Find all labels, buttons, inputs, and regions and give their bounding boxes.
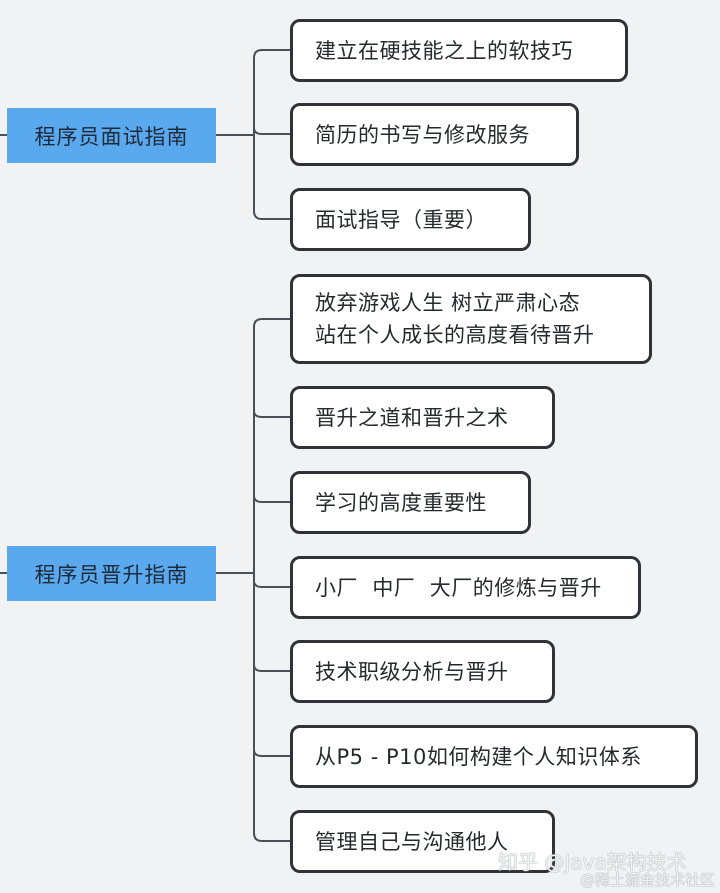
child-node-label: 管理自己与沟通他人 xyxy=(315,829,509,854)
child-node-tech-levels[interactable]: 技术职级分析与晋升 xyxy=(290,640,555,703)
child-node-label-line-2: 站在个人成长的高度看待晋升 xyxy=(315,323,595,347)
child-node-label: 从P5 - P10如何构建个人知识体系 xyxy=(315,744,642,769)
watermark-juejin: @稀土掘金技术社区 xyxy=(580,871,716,889)
child-node-learning-importance[interactable]: 学习的高度重要性 xyxy=(290,471,531,534)
child-node-label: 面试指导（重要） xyxy=(315,207,487,232)
connector-branch-1-0 xyxy=(253,318,291,328)
child-node-label: 晋升之道和晋升之术 xyxy=(315,405,509,430)
child-node-company-size-growth[interactable]: 小厂 中厂 大厂的修炼与晋升 xyxy=(290,556,641,619)
child-node-label: 学习的高度重要性 xyxy=(315,490,487,515)
connector-branch-0-1 xyxy=(253,127,291,135)
child-node-soft-skills[interactable]: 建立在硬技能之上的软技巧 xyxy=(290,19,628,82)
child-node-label: 小厂 中厂 大厂的修炼与晋升 xyxy=(315,575,602,600)
connector-branch-1-5 xyxy=(253,749,291,757)
child-node-serious-mindset[interactable]: 放弃游戏人生 树立严肃心态 站在个人成长的高度看待晋升 xyxy=(290,274,652,364)
connector-branch-1-1 xyxy=(253,410,291,418)
parent-node-label: 程序员晋升指南 xyxy=(34,562,189,587)
child-node-promotion-way[interactable]: 晋升之道和晋升之术 xyxy=(290,386,555,449)
watermark-zhihu: 知乎 @Java架构技术 xyxy=(498,850,687,874)
child-node-label: 建立在硬技能之上的软技巧 xyxy=(315,38,573,63)
parent-node-promotion-guide[interactable]: 程序员晋升指南 xyxy=(7,546,216,601)
child-node-knowledge-system[interactable]: 从P5 - P10如何构建个人知识体系 xyxy=(290,725,698,788)
child-node-label-line-1: 放弃游戏人生 树立严肃心态 xyxy=(315,291,581,315)
connector-branch-1-4 xyxy=(253,664,291,672)
connector-branch-1-2 xyxy=(253,495,291,503)
child-node-self-management[interactable]: 管理自己与沟通他人 xyxy=(290,810,555,873)
child-node-interview-coaching[interactable]: 面试指导（重要） xyxy=(290,188,531,251)
parent-node-label: 程序员面试指南 xyxy=(34,124,189,149)
child-node-label: 技术职级分析与晋升 xyxy=(315,659,509,684)
connector-branch-0-2 xyxy=(253,210,291,220)
child-node-label: 简历的书写与修改服务 xyxy=(315,122,530,147)
child-node-resume-service[interactable]: 简历的书写与修改服务 xyxy=(290,103,579,166)
connector-branch-1-6 xyxy=(253,832,291,842)
parent-node-interview-guide[interactable]: 程序员面试指南 xyxy=(7,108,216,163)
connector-branch-1-3 xyxy=(253,580,291,588)
connector-branch-0-0 xyxy=(253,49,291,59)
